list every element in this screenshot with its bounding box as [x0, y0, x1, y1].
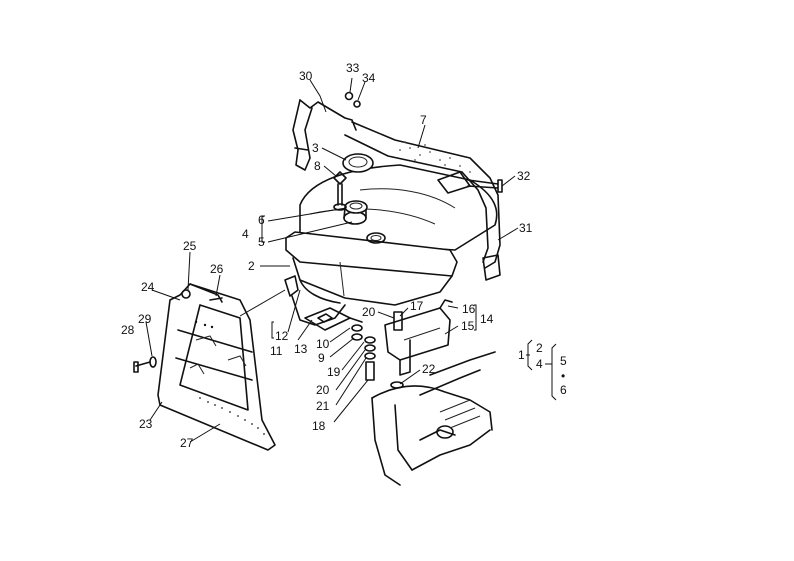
label-14: 14 — [480, 312, 494, 326]
label-33: 33 — [346, 61, 360, 75]
label-10: 10 — [316, 337, 330, 351]
bracket — [292, 99, 357, 171]
label-29: 29 — [138, 312, 152, 326]
support-bracket — [384, 299, 453, 376]
label-8: 8 — [314, 159, 321, 173]
label-16: 16 — [462, 302, 476, 316]
legend-4: 4 — [536, 357, 543, 371]
label-19: 19 — [327, 365, 341, 379]
leader-lines — [145, 77, 557, 443]
label-4: 4 — [242, 227, 249, 241]
fuel-hose — [344, 121, 501, 281]
label-20-upper: 20 — [362, 305, 376, 319]
label-28: 28 — [121, 323, 135, 337]
label-6: 6 — [258, 213, 265, 227]
mounting-strap — [284, 275, 363, 331]
label-26: 26 — [210, 262, 224, 276]
legend-dot: • — [561, 369, 565, 383]
label-18: 18 — [312, 419, 326, 433]
screw-and-washer — [133, 356, 157, 373]
nut-and-washer — [344, 91, 361, 108]
vehicle-frame — [371, 351, 496, 486]
label-11: 11 — [270, 344, 283, 358]
label-31: 31 — [519, 221, 533, 235]
label-25: 25 — [183, 239, 197, 253]
label-24: 24 — [141, 280, 155, 294]
label-32: 32 — [517, 169, 531, 183]
filler-assembly — [333, 153, 386, 244]
label-3: 3 — [312, 141, 319, 155]
label-22: 22 — [422, 362, 436, 376]
legend-6: 6 — [560, 383, 567, 397]
bolt — [467, 179, 503, 193]
label-20-lower: 20 — [316, 383, 330, 397]
assembly-legend: 1 2 4 5 • 6 — [518, 341, 567, 397]
label-12: 12 — [275, 329, 289, 343]
label-7: 7 — [420, 113, 427, 127]
label-17: 17 — [410, 299, 424, 313]
label-15: 15 — [461, 319, 475, 333]
label-9: 9 — [318, 351, 325, 365]
label-5: 5 — [258, 235, 265, 249]
part-labels: 30 33 34 7 3 8 32 6 4 5 31 2 25 26 24 29… — [121, 61, 533, 450]
step-panel — [157, 283, 276, 451]
legend-5: 5 — [560, 354, 567, 368]
label-34: 34 — [362, 71, 376, 85]
label-2: 2 — [248, 259, 255, 273]
label-13: 13 — [294, 342, 308, 356]
label-23: 23 — [139, 417, 153, 431]
label-27: 27 — [180, 436, 194, 450]
legend-1: 1 — [518, 348, 525, 362]
label-30: 30 — [299, 69, 313, 83]
legend-2: 2 — [536, 341, 543, 355]
fuel-tank — [285, 164, 498, 306]
fasteners — [351, 311, 404, 389]
label-21: 21 — [316, 399, 330, 413]
